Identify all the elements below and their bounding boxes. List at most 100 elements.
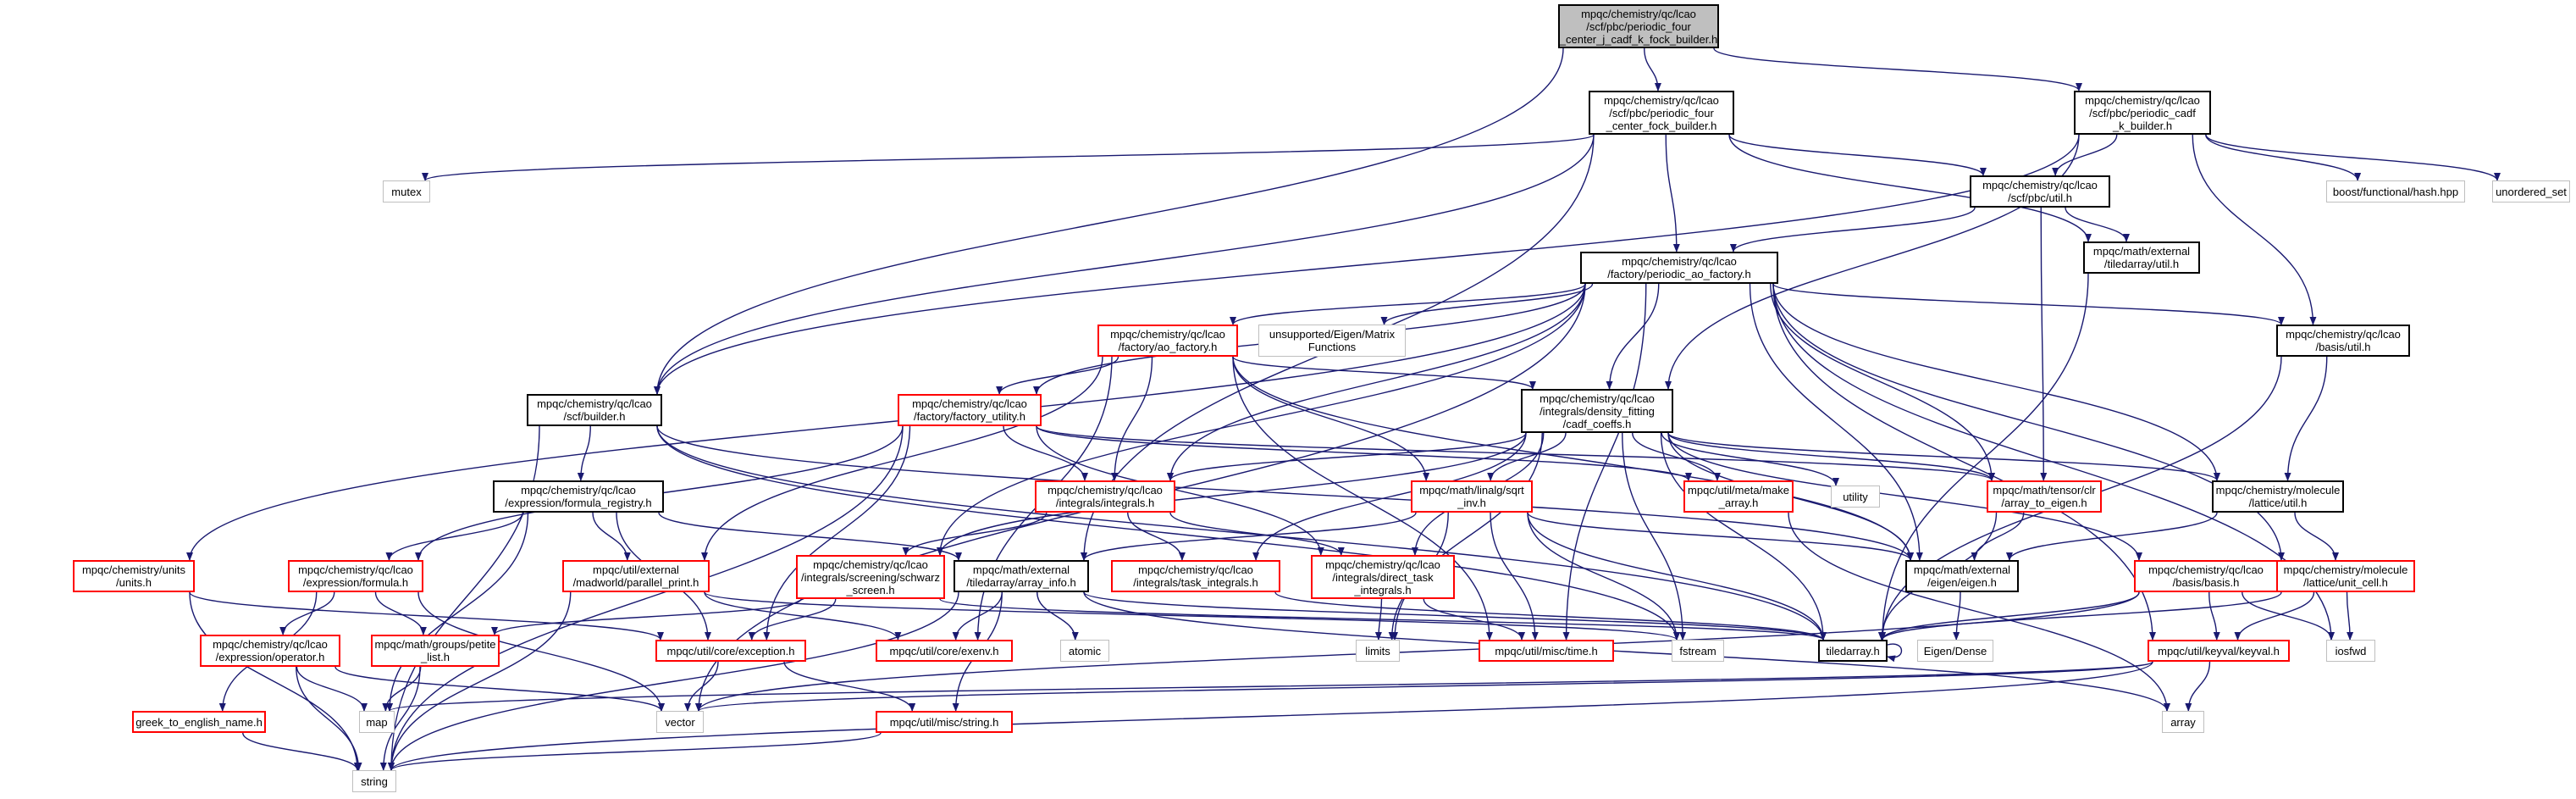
- edge-formula-to-petite: [374, 591, 427, 635]
- edge-paofactory-to-keyval: [1772, 283, 2156, 641]
- edge-arraytoeigen-to-eigenh: [1971, 512, 2025, 561]
- edge-pckb-to-unordered_set: [2205, 134, 2501, 181]
- node-exception[interactable]: mpqc/util/core/exception.h: [655, 640, 806, 662]
- node-schwarz-screen[interactable]: mpqc/chemistry/qc/lcao/integrals/screeni…: [796, 555, 945, 599]
- node-label-line: _list.h: [421, 651, 450, 663]
- node-label-line: mpqc/chemistry/qc/lcao: [1604, 93, 1719, 107]
- edge-paofactory-to-arraytoeigen: [1770, 283, 1995, 481]
- node-array-info[interactable]: mpqc/math/external/tiledarray/array_info…: [954, 560, 1089, 592]
- node-unordered-set: unordered_set: [2492, 180, 2570, 203]
- node-label-line: /basis/util.h: [2315, 341, 2371, 353]
- edge-pckb-to-basisutil: [2192, 134, 2317, 325]
- node-direct-task-integrals[interactable]: mpqc/chemistry/qc/lcao/integrals/direct_…: [1311, 555, 1455, 599]
- edge-sqrtinv-to-eigenh: [1527, 512, 1914, 561]
- node-string: string: [352, 770, 396, 792]
- node-label-line: mpqc/chemistry/qc/lcao: [1982, 179, 2098, 191]
- edge-pfcfb-to-scfbuilder: [654, 134, 1595, 395]
- node-label-line: /tiledarray/array_info.h: [966, 576, 1076, 589]
- node-label-line: Eigen/Dense: [1923, 644, 1987, 658]
- edge-factutil-to-integrals: [1003, 425, 1088, 481]
- node-label-line: greek_to_english_name.h: [135, 715, 263, 729]
- node-parallel-print[interactable]: mpqc/util/external/madworld/parallel_pri…: [562, 560, 710, 592]
- node-label-line: mpqc/chemistry/units: [81, 563, 186, 576]
- edge-keyval-to-vector: [695, 661, 2153, 712]
- node-ao-factory[interactable]: mpqc/chemistry/qc/lcao/factory/ao_factor…: [1097, 325, 1238, 357]
- node-lattice-util[interactable]: mpqc/chemistry/molecule/lattice/util.h: [2212, 480, 2344, 513]
- node-label-line: /array_to_eigen.h: [2001, 497, 2087, 509]
- node-operator[interactable]: mpqc/chemistry/qc/lcao/expression/operat…: [200, 635, 340, 667]
- edge-parprint-to-exenv: [704, 591, 902, 641]
- node-root-four-center-j-cadf-k-fock-builder[interactable]: mpqc/chemistry/qc/lcao/scf/pbc/periodic_…: [1558, 4, 1719, 48]
- node-unit-cell[interactable]: mpqc/chemistry/molecule/lattice/unit_cel…: [2276, 560, 2415, 592]
- node-label-line: mpqc/util/core/exenv.h: [889, 644, 999, 658]
- edge-cadfcoeffs-to-integrals: [1167, 432, 1527, 481]
- node-label-line: string: [361, 774, 388, 788]
- node-formula-registry[interactable]: mpqc/chemistry/qc/lcao/expression/formul…: [493, 480, 664, 513]
- node-formula[interactable]: mpqc/chemistry/qc/lcao/expression/formul…: [288, 560, 423, 592]
- node-misc-time[interactable]: mpqc/util/misc/time.h: [1479, 640, 1614, 662]
- node-tiledarray-util[interactable]: mpqc/math/external/tiledarray/util.h: [2083, 241, 2200, 274]
- node-exenv[interactable]: mpqc/util/core/exenv.h: [876, 640, 1013, 662]
- node-periodic-four-center-fock-builder[interactable]: mpqc/chemistry/qc/lcao/scf/pbc/periodic_…: [1589, 91, 1734, 135]
- node-misc-string[interactable]: mpqc/util/misc/string.h: [876, 711, 1013, 733]
- edge-directtask-to-limits: [1374, 598, 1383, 641]
- node-label-line: mpqc/math/tensor/clr: [1993, 484, 2096, 497]
- node-tiledarray-h[interactable]: tiledarray.h: [1818, 640, 1888, 662]
- edge-aofactory-to-integrals: [1111, 356, 1153, 481]
- node-factory-utility[interactable]: mpqc/chemistry/qc/lcao/factory/factory_u…: [898, 394, 1042, 426]
- node-make-array[interactable]: mpqc/util/meta/make_array.h: [1683, 480, 1794, 513]
- node-vector: vector: [656, 711, 704, 733]
- node-periodic-cadf-k-builder[interactable]: mpqc/chemistry/qc/lcao/scf/pbc/periodic_…: [2074, 91, 2211, 135]
- edge-arrayinfo-to-atomic: [1036, 591, 1079, 641]
- node-label-line: mpqc/chemistry/qc/lcao: [813, 558, 928, 571]
- edge-arrayinfo-to-exenv: [952, 591, 1003, 641]
- node-integrals[interactable]: mpqc/chemistry/qc/lcao/integrals/integra…: [1035, 480, 1175, 513]
- node-basis-h[interactable]: mpqc/chemistry/qc/lcao/basis/basis.h: [2134, 560, 2278, 592]
- edge-latticeutil-to-unitcell: [2294, 512, 2339, 561]
- node-array-to-eigen[interactable]: mpqc/math/tensor/clr/array_to_eigen.h: [1987, 480, 2102, 513]
- edge-pfcfb-to-paofactory: [1665, 134, 1680, 252]
- node-label-line: /scf/pbc/periodic_four: [1586, 19, 1691, 33]
- node-greek-to-english-name[interactable]: greek_to_english_name.h: [132, 711, 266, 733]
- edge-eigenh-to-eigendense: [1953, 591, 1961, 641]
- edge-scfbuilder-to-tiledarray: [656, 425, 1827, 641]
- node-label-line: _array.h: [1718, 497, 1759, 509]
- node-label-line: mpqc/chemistry/qc/lcao: [1048, 484, 1163, 497]
- node-mutex: mutex: [383, 180, 430, 203]
- node-label-line: mpqc/chemistry/qc/lcao: [298, 563, 413, 576]
- edge-root-to-pckb: [1713, 47, 2082, 92]
- node-sqrt-inv[interactable]: mpqc/math/linalg/sqrt_inv.h: [1411, 480, 1533, 513]
- edge-cadfcoeffs-to-arraytoeigen: [1667, 432, 1995, 481]
- node-basis-util[interactable]: mpqc/chemistry/qc/lcao/basis/util.h: [2276, 325, 2410, 357]
- edge-sqrtinv-to-fstream: [1527, 512, 1680, 641]
- node-label-line: mpqc/chemistry/molecule: [2215, 484, 2341, 497]
- edge-formreg-to-parprint: [592, 512, 631, 561]
- edge-basish-to-keyval: [2208, 591, 2220, 641]
- node-label-line: /integrals/screening/schwarz: [800, 570, 941, 584]
- edge-paofactory-to-latticeutil: [1772, 283, 2220, 481]
- node-petite-list[interactable]: mpqc/math/groups/petite_list.h: [371, 635, 500, 667]
- edge-pbcutil-to-paofactory: [1729, 207, 1976, 252]
- node-scf-pbc-util[interactable]: mpqc/chemistry/qc/lcao/scf/pbc/util.h: [1970, 175, 2110, 208]
- node-limits: limits: [1356, 640, 1400, 662]
- edge-cadfcoeffs-to-makearray: [1632, 432, 1721, 481]
- node-label-line: map: [366, 715, 388, 729]
- edge-keyval-to-array: [2185, 661, 2211, 712]
- node-units[interactable]: mpqc/chemistry/units/units.h: [73, 560, 195, 592]
- node-cadf-coeffs[interactable]: mpqc/chemistry/qc/lcao/integrals/density…: [1521, 389, 1673, 433]
- node-scf-builder[interactable]: mpqc/chemistry/qc/lcao/scf/builder.h: [527, 394, 662, 426]
- node-label-line: mpqc/util/misc/string.h: [889, 715, 999, 729]
- edge-paofactory-to-integrals: [1167, 283, 1586, 481]
- node-label-line: mpqc/chemistry/qc/lcao: [2148, 563, 2264, 576]
- edge-paofactory-to-aofactory: [1230, 283, 1586, 325]
- node-eigen-h[interactable]: mpqc/math/external/eigen/eigen.h: [1905, 560, 2019, 592]
- edge-latticeutil-to-eigenh: [2006, 512, 2218, 561]
- node-iosfwd: iosfwd: [2326, 640, 2375, 662]
- node-periodic-ao-factory[interactable]: mpqc/chemistry/qc/lcao/factory/periodic_…: [1580, 252, 1778, 284]
- node-keyval[interactable]: mpqc/util/keyval/keyval.h: [2148, 640, 2290, 662]
- node-label-line: _integrals.h: [1354, 583, 1412, 596]
- edge-paofactory-to-basisutil: [1772, 283, 2285, 325]
- node-label-line: /cadf_coeffs.h: [1562, 417, 1632, 430]
- node-task-integrals[interactable]: mpqc/chemistry/qc/lcao/integrals/task_in…: [1111, 560, 1280, 592]
- edge-operator-to-string: [296, 666, 362, 771]
